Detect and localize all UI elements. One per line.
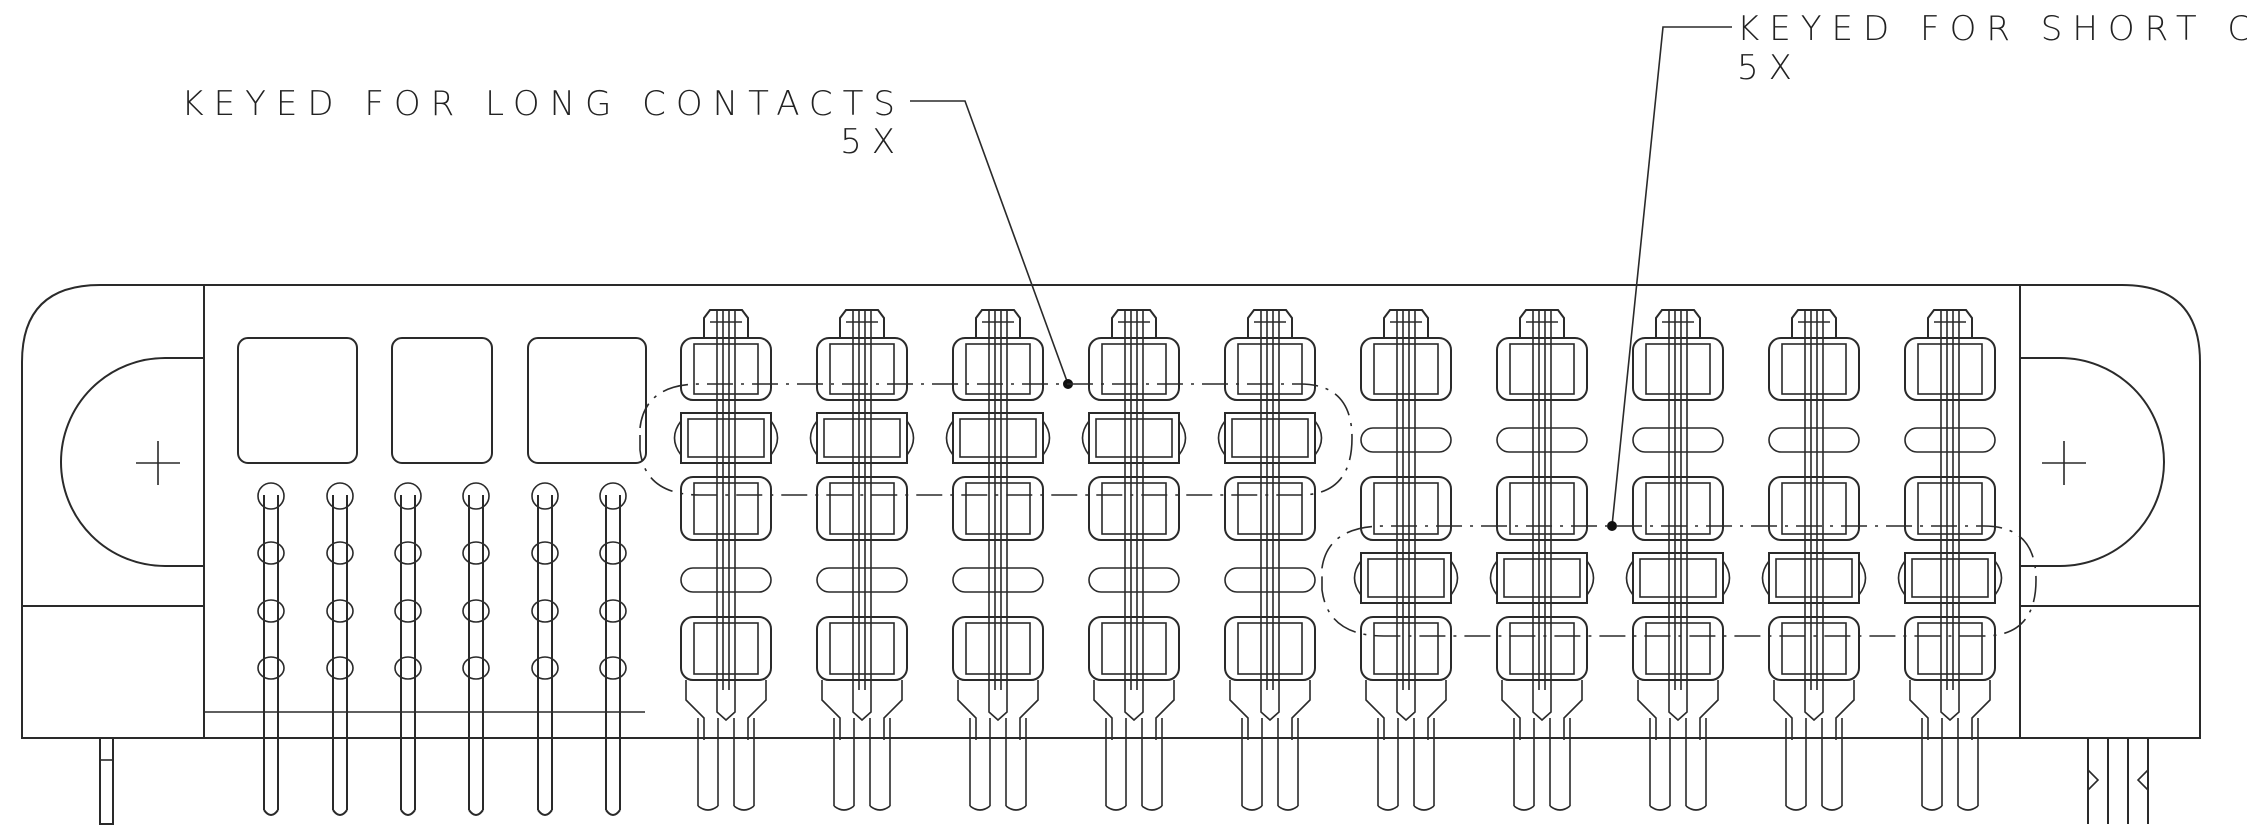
callout-long-contacts: KEYED FOR LONG CONTACTS 5X bbox=[181, 84, 905, 162]
callout-short-qty: 5X bbox=[1737, 48, 1802, 88]
contact-module bbox=[1897, 309, 2003, 811]
signal-pins bbox=[257, 482, 627, 816]
callout-short-label: KEYED FOR SHORT CONTACTS bbox=[1737, 9, 2247, 49]
callout-long-qty: 5X bbox=[840, 122, 905, 162]
contact-module bbox=[945, 309, 1051, 811]
contact-module bbox=[673, 309, 779, 811]
signal-cavities bbox=[237, 337, 647, 464]
signal-pin bbox=[462, 482, 490, 816]
signal-pin bbox=[257, 482, 285, 816]
contact-module bbox=[1081, 309, 1187, 811]
contact-module bbox=[1489, 309, 1595, 811]
board-lock-right bbox=[2087, 738, 2149, 824]
connector-body bbox=[21, 284, 2201, 739]
mounting-ear-left bbox=[60, 357, 204, 567]
signal-pin bbox=[326, 482, 354, 816]
signal-pin bbox=[394, 482, 422, 816]
leader-long bbox=[910, 100, 1073, 389]
mounting-ear-right bbox=[2020, 357, 2165, 567]
board-lock-left bbox=[99, 737, 114, 825]
key-group-long bbox=[639, 383, 1353, 496]
contact-module bbox=[1625, 309, 1731, 811]
signal-pin bbox=[599, 482, 627, 816]
contact-module bbox=[1217, 309, 1323, 811]
callout-short-contacts: KEYED FOR SHORT CONTACTS 5X bbox=[1737, 9, 2247, 88]
leader-short bbox=[1607, 26, 1732, 531]
contact-module bbox=[809, 309, 915, 811]
key-group-short bbox=[1321, 525, 2037, 637]
contact-module bbox=[1761, 309, 1867, 811]
power-contact-modules bbox=[673, 309, 2003, 811]
contact-module bbox=[1353, 309, 1459, 811]
callout-long-label: KEYED FOR LONG CONTACTS bbox=[181, 84, 905, 124]
signal-pin bbox=[531, 482, 559, 816]
